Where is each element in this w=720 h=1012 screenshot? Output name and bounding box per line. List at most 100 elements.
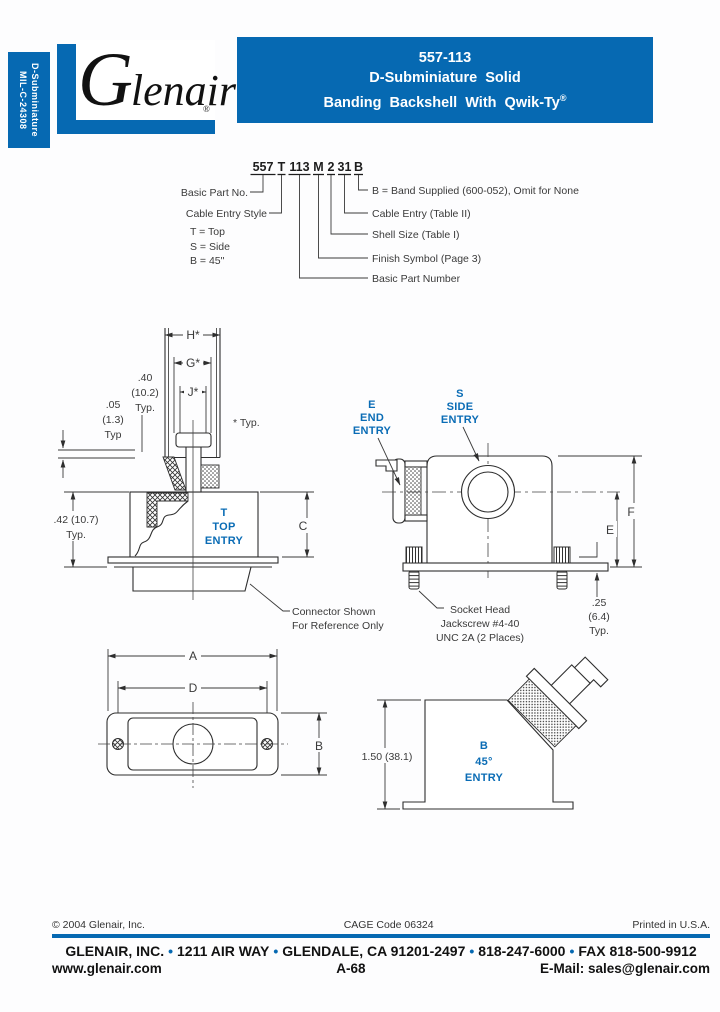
dim-05-typ: Typ bbox=[105, 429, 122, 441]
code-band: B bbox=[354, 160, 363, 174]
dim-b: B bbox=[315, 739, 323, 753]
dim-e: E bbox=[606, 523, 614, 537]
dim-42: .42 (10.7) bbox=[54, 514, 99, 526]
jackscrew-note-line1: Socket Head bbox=[450, 604, 510, 616]
dim-f: F bbox=[627, 505, 634, 519]
qwik-ty-neck bbox=[185, 446, 202, 493]
callout-connector-lines bbox=[250, 175, 368, 279]
logo-registered-mark: ® bbox=[203, 104, 210, 114]
city-state-zip: GLENDALE, CA 91201-2497 bbox=[282, 943, 466, 959]
dim-40-mm: (10.2) bbox=[131, 387, 158, 399]
band-strip-45 bbox=[507, 678, 577, 748]
printed-in: Printed in U.S.A. bbox=[632, 919, 710, 931]
glenair-logo: Glenair bbox=[78, 38, 236, 128]
side-entry-word1: SIDE bbox=[447, 401, 474, 413]
end-entry-word2: ENTRY bbox=[353, 425, 392, 437]
jackscrew-stud-right bbox=[556, 570, 568, 590]
jackscrew-head-left bbox=[405, 546, 423, 564]
dim-a: A bbox=[189, 649, 197, 663]
break-line bbox=[134, 500, 189, 557]
footer-meta-row: © 2004 Glenair, Inc. CAGE Code 06324 Pri… bbox=[52, 919, 710, 931]
dim-150: 1.50 (38.1) bbox=[362, 751, 413, 763]
dim-40-typ: Typ. bbox=[135, 402, 155, 414]
angle-entry-word1: 45° bbox=[475, 756, 493, 768]
footer-rule bbox=[52, 934, 710, 938]
top-entry-view: H* G* J* .40 (10.2) Typ. .05 (1.3) Typ *… bbox=[46, 328, 384, 632]
label-basic-part-number: Basic Part Number bbox=[372, 273, 461, 285]
code-basic-part-no: 557 bbox=[253, 160, 274, 174]
cage-code: CAGE Code 06324 bbox=[343, 919, 434, 931]
footer-links-row: www.glenair.com A-68 E-Mail: sales@glena… bbox=[52, 961, 710, 976]
angle-entry-view: 1.50 (38.1) B 45° ENTRY bbox=[351, 656, 609, 810]
top-entry-code: T bbox=[220, 507, 227, 519]
dim-c: C bbox=[299, 519, 308, 533]
dim-j: J* bbox=[188, 385, 199, 399]
side-entry-view: E F .25 (6.4) Typ. E END ENTRY S SIDE EN… bbox=[353, 388, 642, 644]
label-finish-symbol: Finish Symbol (Page 3) bbox=[372, 253, 481, 265]
fax: FAX 818-500-9912 bbox=[578, 943, 697, 959]
page-title-banner: 557-113 D-Subminiature Solid Banding Bac… bbox=[237, 37, 653, 123]
mil-spec-side-tab: MIL-C-24308 D-Subminiature bbox=[8, 52, 50, 148]
street: 1211 AIR WAY bbox=[177, 943, 270, 959]
code-shell-size: 2 bbox=[328, 160, 335, 174]
backshell-body-45 bbox=[402, 699, 574, 810]
part-number-title: 557-113 bbox=[418, 49, 472, 66]
dim-25-typ: Typ. bbox=[589, 625, 609, 637]
label-entry-side: S = Side bbox=[190, 241, 230, 253]
dim-25-mm: (6.4) bbox=[588, 611, 610, 623]
star-typ-note: * Typ. bbox=[233, 417, 260, 429]
connector-note-line2: For Reference Only bbox=[292, 620, 384, 632]
glenair-logo-white-field bbox=[76, 40, 215, 120]
angle-entry-code: B bbox=[480, 740, 488, 752]
connector-note-line1: Connector Shown bbox=[292, 606, 376, 618]
band-end-strip bbox=[404, 466, 422, 516]
dim-42-typ: Typ. bbox=[66, 529, 86, 541]
phone: 818-247-6000 bbox=[478, 943, 566, 959]
title-line-3: Banding Backshell With Qwik-Ty® bbox=[323, 92, 567, 111]
band-strip-left bbox=[162, 456, 187, 491]
side-entry-hole-inner bbox=[467, 471, 509, 513]
dim-g: G* bbox=[186, 356, 200, 370]
footer-address-row: GLENAIR, INC.•1211 AIR WAY•GLENDALE, CA … bbox=[65, 943, 697, 959]
mounting-flange-side bbox=[402, 562, 609, 572]
dim-d: D bbox=[189, 681, 198, 695]
reference-connector bbox=[132, 566, 252, 592]
family-label: D-Subminiature bbox=[30, 62, 40, 137]
label-entry-top: T = Top bbox=[190, 226, 225, 238]
end-entry-word1: END bbox=[360, 412, 384, 424]
part-number-breakdown: 557 T 113 M 2 31 B Basic Part No. Cable … bbox=[181, 160, 579, 285]
page-number: A-68 bbox=[336, 961, 366, 976]
code-entry-style: T bbox=[278, 160, 286, 174]
email-link[interactable]: E-Mail: sales@glenair.com bbox=[540, 961, 710, 976]
title-line-2: D-Subminiature Solid bbox=[369, 69, 521, 86]
logo-initial: G bbox=[78, 38, 133, 122]
jackscrew-note-line2: Jackscrew #4-40 bbox=[441, 618, 520, 630]
jackscrew-stud-left bbox=[408, 570, 420, 590]
company-name: GLENAIR, INC. bbox=[65, 943, 165, 959]
label-shell-size: Shell Size (Table I) bbox=[372, 229, 460, 241]
front-face-view: A D B bbox=[98, 647, 327, 788]
band-hatch-lining bbox=[146, 492, 189, 528]
copyright-text: © 2004 Glenair, Inc. bbox=[52, 919, 145, 931]
bullet-separator: • bbox=[168, 943, 173, 959]
top-entry-word2: ENTRY bbox=[205, 535, 244, 547]
code-finish: M bbox=[313, 160, 323, 174]
dim-40: .40 bbox=[138, 372, 153, 384]
dim-05: .05 bbox=[106, 399, 121, 411]
dim-05-mm: (1.3) bbox=[102, 414, 124, 426]
qwik-ty-buckle bbox=[375, 459, 398, 472]
code-basic-part-number: 113 bbox=[289, 160, 309, 174]
top-entry-word1: TOP bbox=[212, 521, 235, 533]
dim-25: .25 bbox=[592, 597, 607, 609]
qwik-ty-nut-cap bbox=[175, 432, 212, 448]
band-strip-right bbox=[200, 464, 220, 489]
qwik-ty-registered-mark: ® bbox=[559, 92, 567, 103]
website-link[interactable]: www.glenair.com bbox=[52, 961, 162, 976]
angle-entry-word2: ENTRY bbox=[465, 772, 504, 784]
label-cable-entry-style: Cable Entry Style bbox=[186, 208, 267, 220]
label-entry-45: B = 45" bbox=[190, 255, 225, 267]
jackscrew-note-line3: UNC 2A (2 Places) bbox=[436, 632, 524, 644]
mil-spec-label: MIL-C-24308 bbox=[18, 70, 28, 130]
label-basic-part-no: Basic Part No. bbox=[181, 187, 248, 199]
